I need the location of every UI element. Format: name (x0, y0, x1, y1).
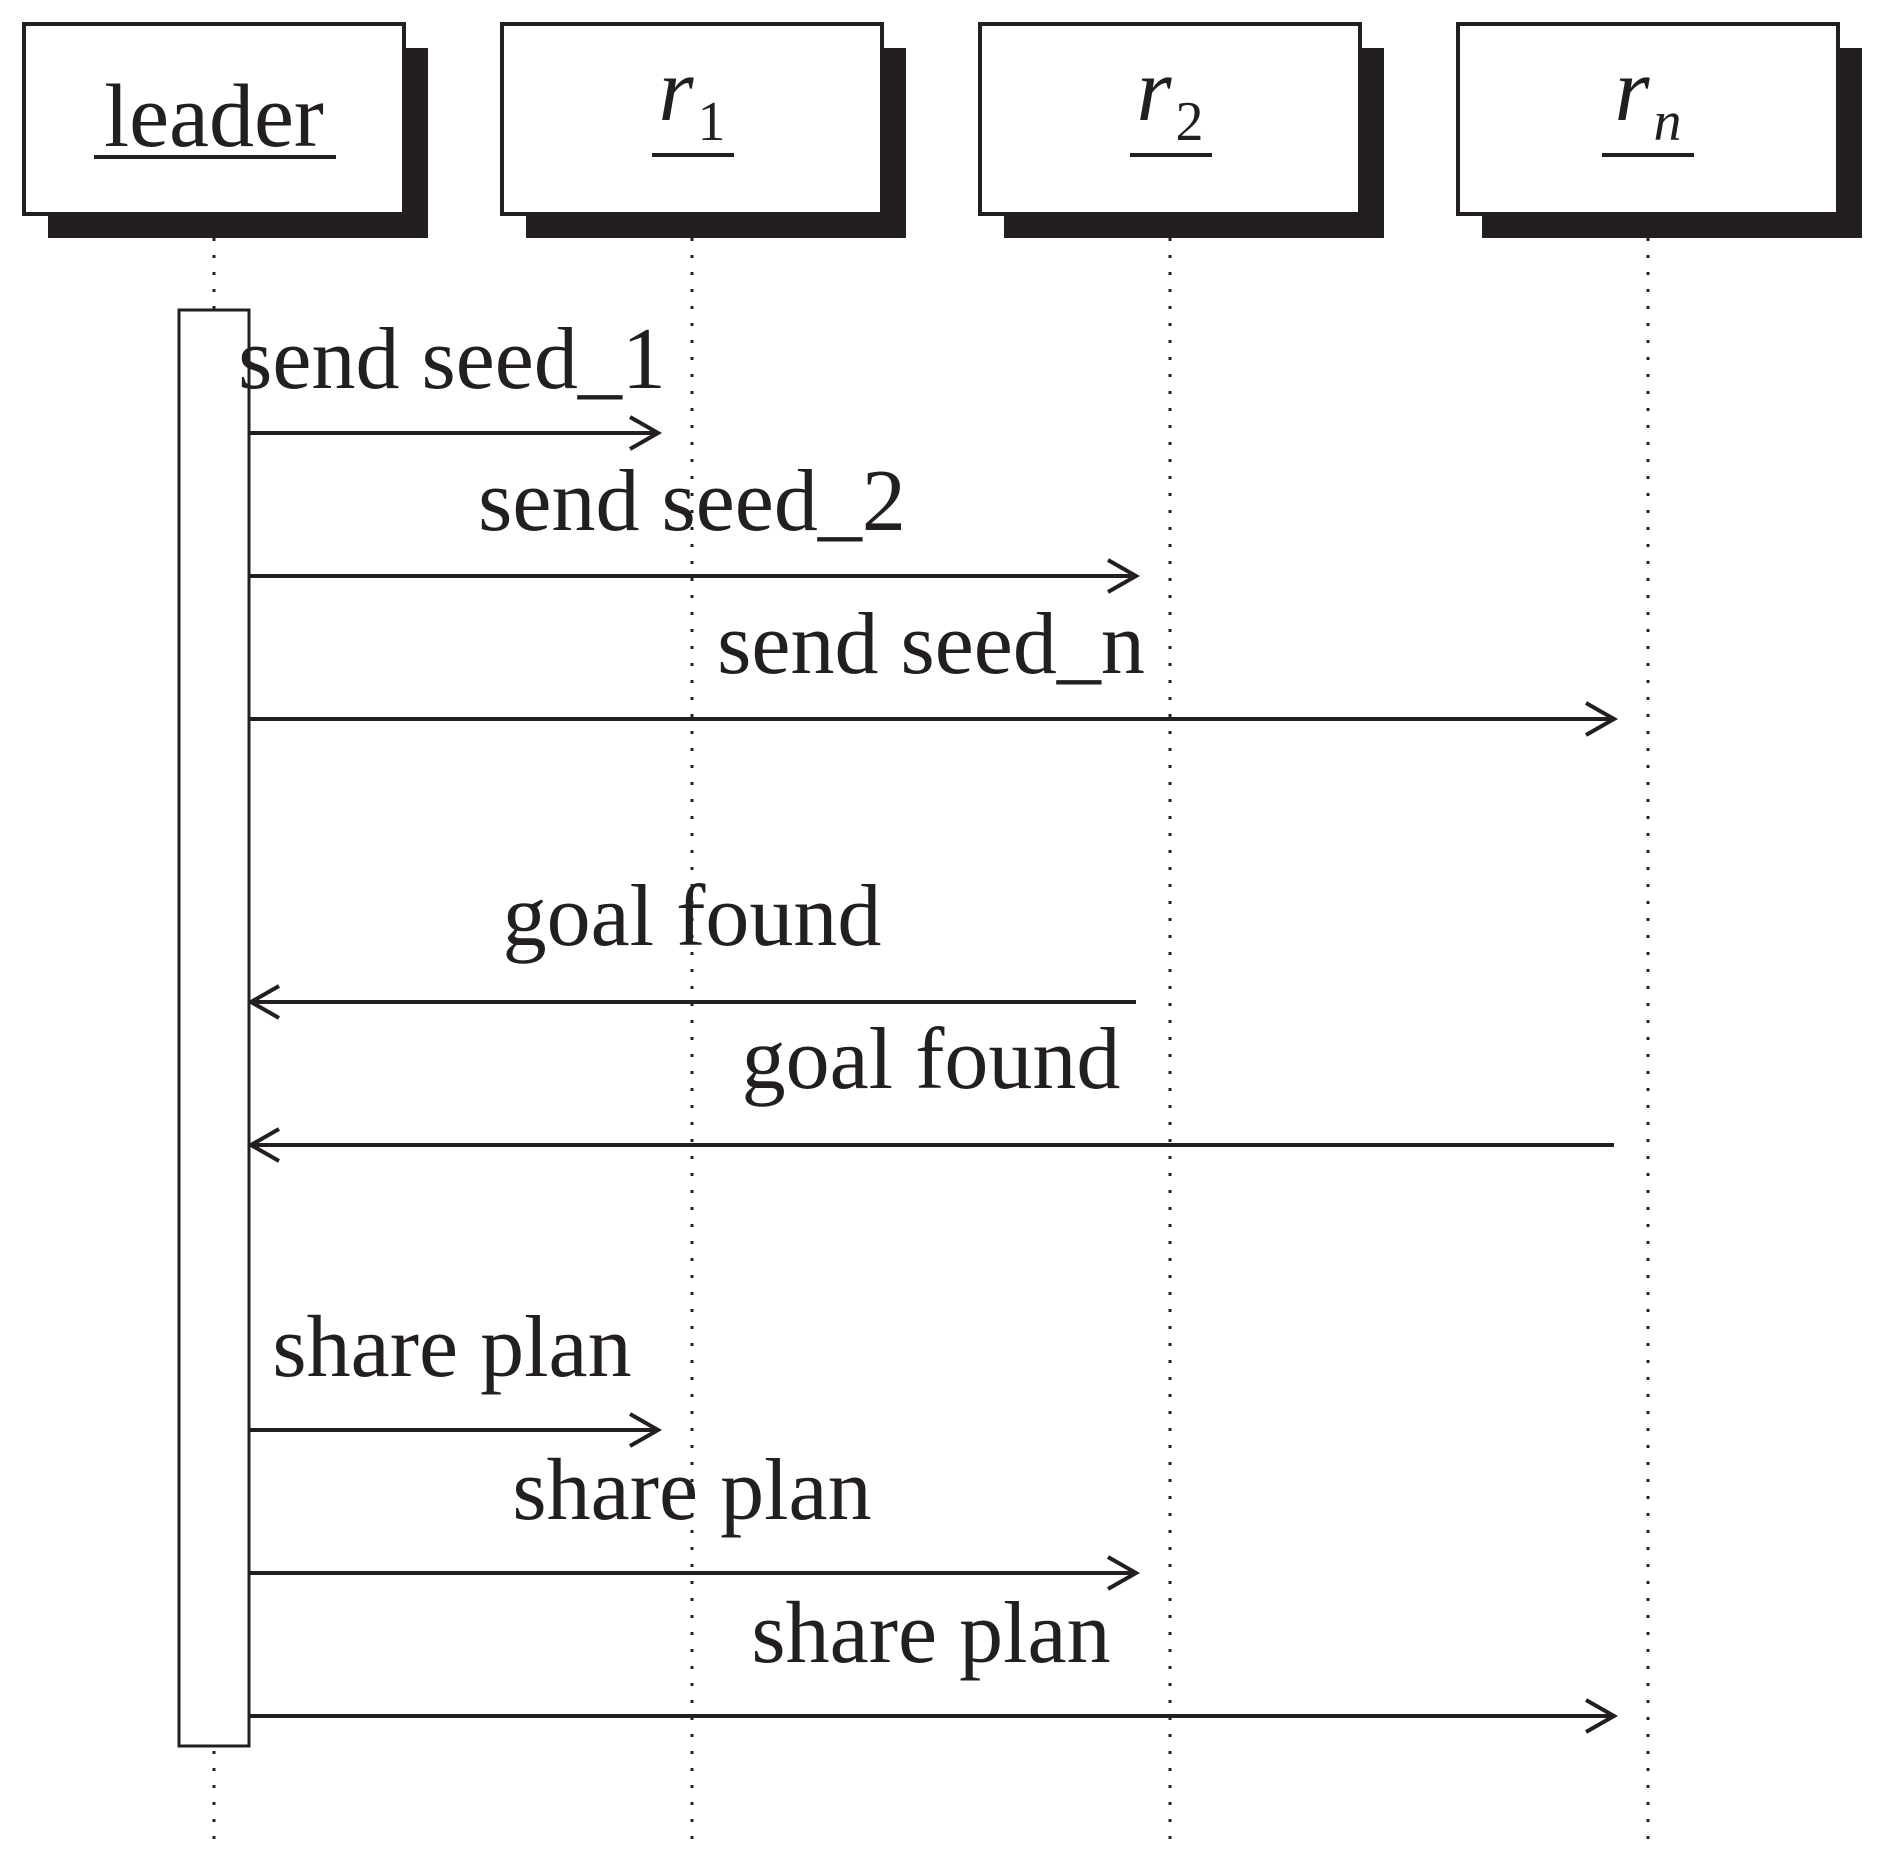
participant-box (1456, 22, 1840, 216)
participant-box (22, 22, 406, 216)
participant-label-r2: r2 (1136, 41, 1203, 153)
participant-r2: r2 (978, 22, 1384, 238)
participant-label-leader: leader (104, 67, 324, 166)
message-1: send seed_1 (238, 311, 666, 451)
message-label: send seed_n (717, 596, 1145, 693)
message-5: goal found (246, 1011, 1614, 1163)
participant-leader: leader (22, 22, 428, 238)
arrowhead (629, 415, 663, 451)
participant-r1: r1 (500, 22, 906, 238)
arrowhead (246, 1127, 280, 1163)
arrowhead (629, 1412, 663, 1448)
message-3: send seed_n (249, 596, 1619, 737)
participant-box (978, 22, 1362, 216)
message-8: share plan (249, 1585, 1619, 1734)
message-label: goal found (742, 1011, 1121, 1108)
message-label: send seed_2 (478, 453, 906, 550)
message-label: share plan (272, 1299, 631, 1396)
arrowhead (1585, 701, 1619, 737)
message-label: send seed_1 (238, 311, 666, 408)
arrowhead (1107, 558, 1141, 594)
participant-box (500, 22, 884, 216)
activation-bar-leader (177, 308, 251, 1748)
arrowhead (246, 984, 280, 1020)
message-7: share plan (249, 1442, 1141, 1591)
message-6: share plan (249, 1299, 663, 1448)
participant-label-r1: r1 (658, 41, 725, 153)
message-2: send seed_2 (249, 453, 1141, 594)
message-label: share plan (512, 1442, 871, 1539)
participant-rn: rn (1456, 22, 1862, 238)
arrowhead (1107, 1555, 1141, 1591)
message-label: share plan (751, 1585, 1110, 1682)
arrowhead (1585, 1698, 1619, 1734)
participant-label-rn: rn (1614, 41, 1681, 153)
message-4: goal found (246, 868, 1136, 1020)
message-label: goal found (503, 868, 882, 965)
